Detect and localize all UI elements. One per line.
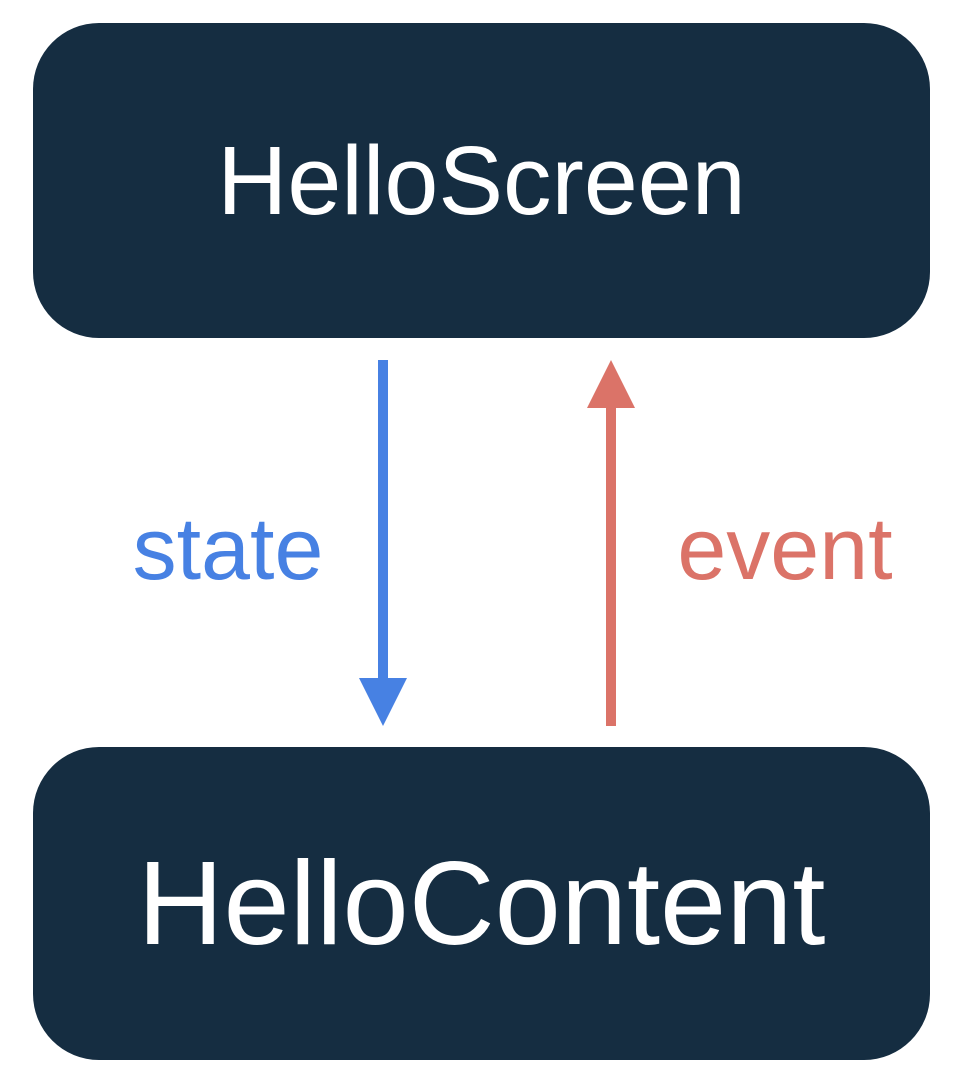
- event-arrow-up-icon: [587, 360, 635, 726]
- state-label: state: [132, 499, 324, 598]
- state-arrow-head: [359, 678, 407, 726]
- node-hellocontent: HelloContent: [33, 747, 930, 1060]
- event-arrow-head: [587, 360, 635, 408]
- node-helloscreen: HelloScreen: [33, 23, 930, 338]
- node-hellocontent-label: HelloContent: [137, 837, 826, 970]
- state-arrow-down-icon: [359, 360, 407, 726]
- node-helloscreen-label: HelloScreen: [217, 126, 746, 235]
- event-label: event: [677, 499, 893, 598]
